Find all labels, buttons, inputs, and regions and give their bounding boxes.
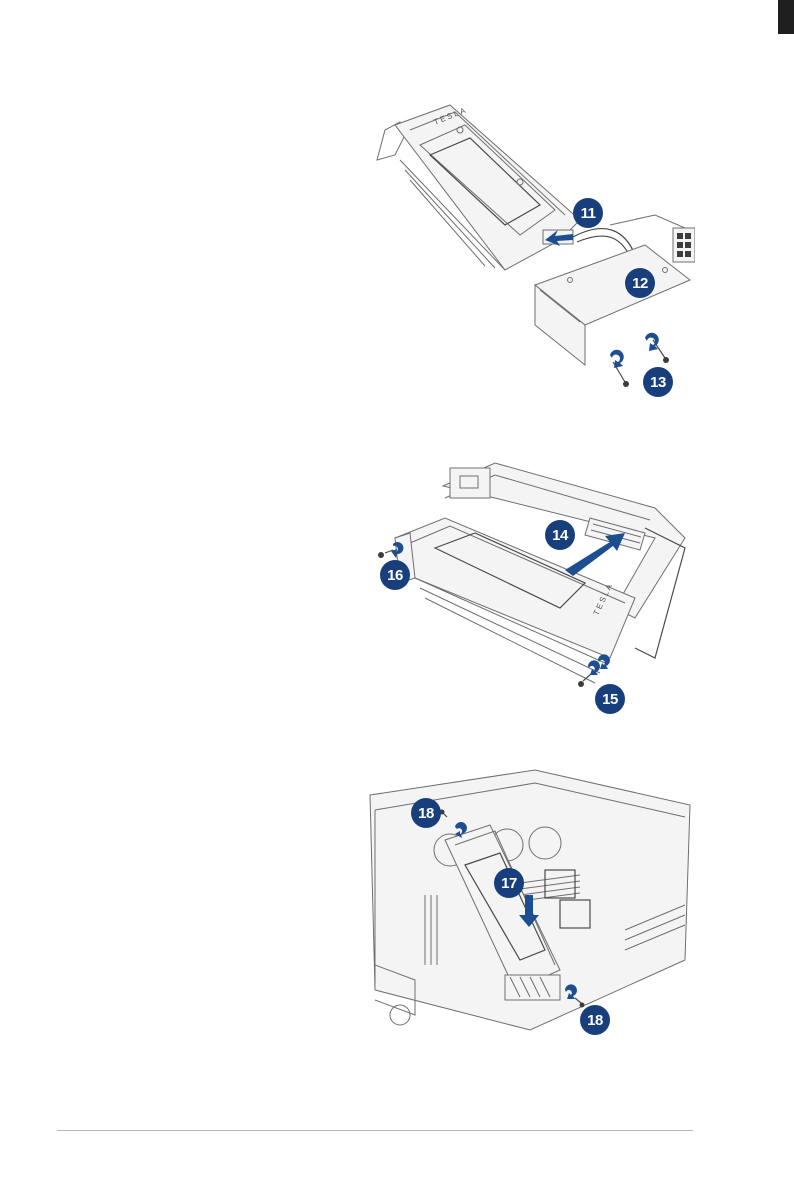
callout-14: 14 bbox=[545, 520, 575, 550]
callout-16: 16 bbox=[380, 560, 410, 590]
figure-gpu-bracket-assembly: TESLA 11 12 13 bbox=[355, 100, 695, 405]
callout-13: 13 bbox=[643, 367, 673, 397]
callout-12: 12 bbox=[625, 268, 655, 298]
gpu-card-illustration: TESLA bbox=[355, 100, 695, 405]
callout-15: 15 bbox=[595, 684, 625, 714]
figure-riser-into-chassis: 18 17 18 bbox=[355, 765, 695, 1050]
callout-18-bottom: 18 bbox=[580, 1005, 610, 1035]
chassis-illustration bbox=[355, 765, 695, 1050]
callout-11: 11 bbox=[573, 198, 603, 228]
callout-17: 17 bbox=[494, 868, 524, 898]
riser-cage-illustration: TESLA bbox=[355, 458, 695, 723]
footer-rule bbox=[57, 1130, 693, 1131]
page-edge-tab bbox=[778, 0, 794, 34]
callout-18-top: 18 bbox=[411, 798, 441, 828]
figure-gpu-into-riser-cage: TESLA 14 15 16 bbox=[355, 458, 695, 723]
